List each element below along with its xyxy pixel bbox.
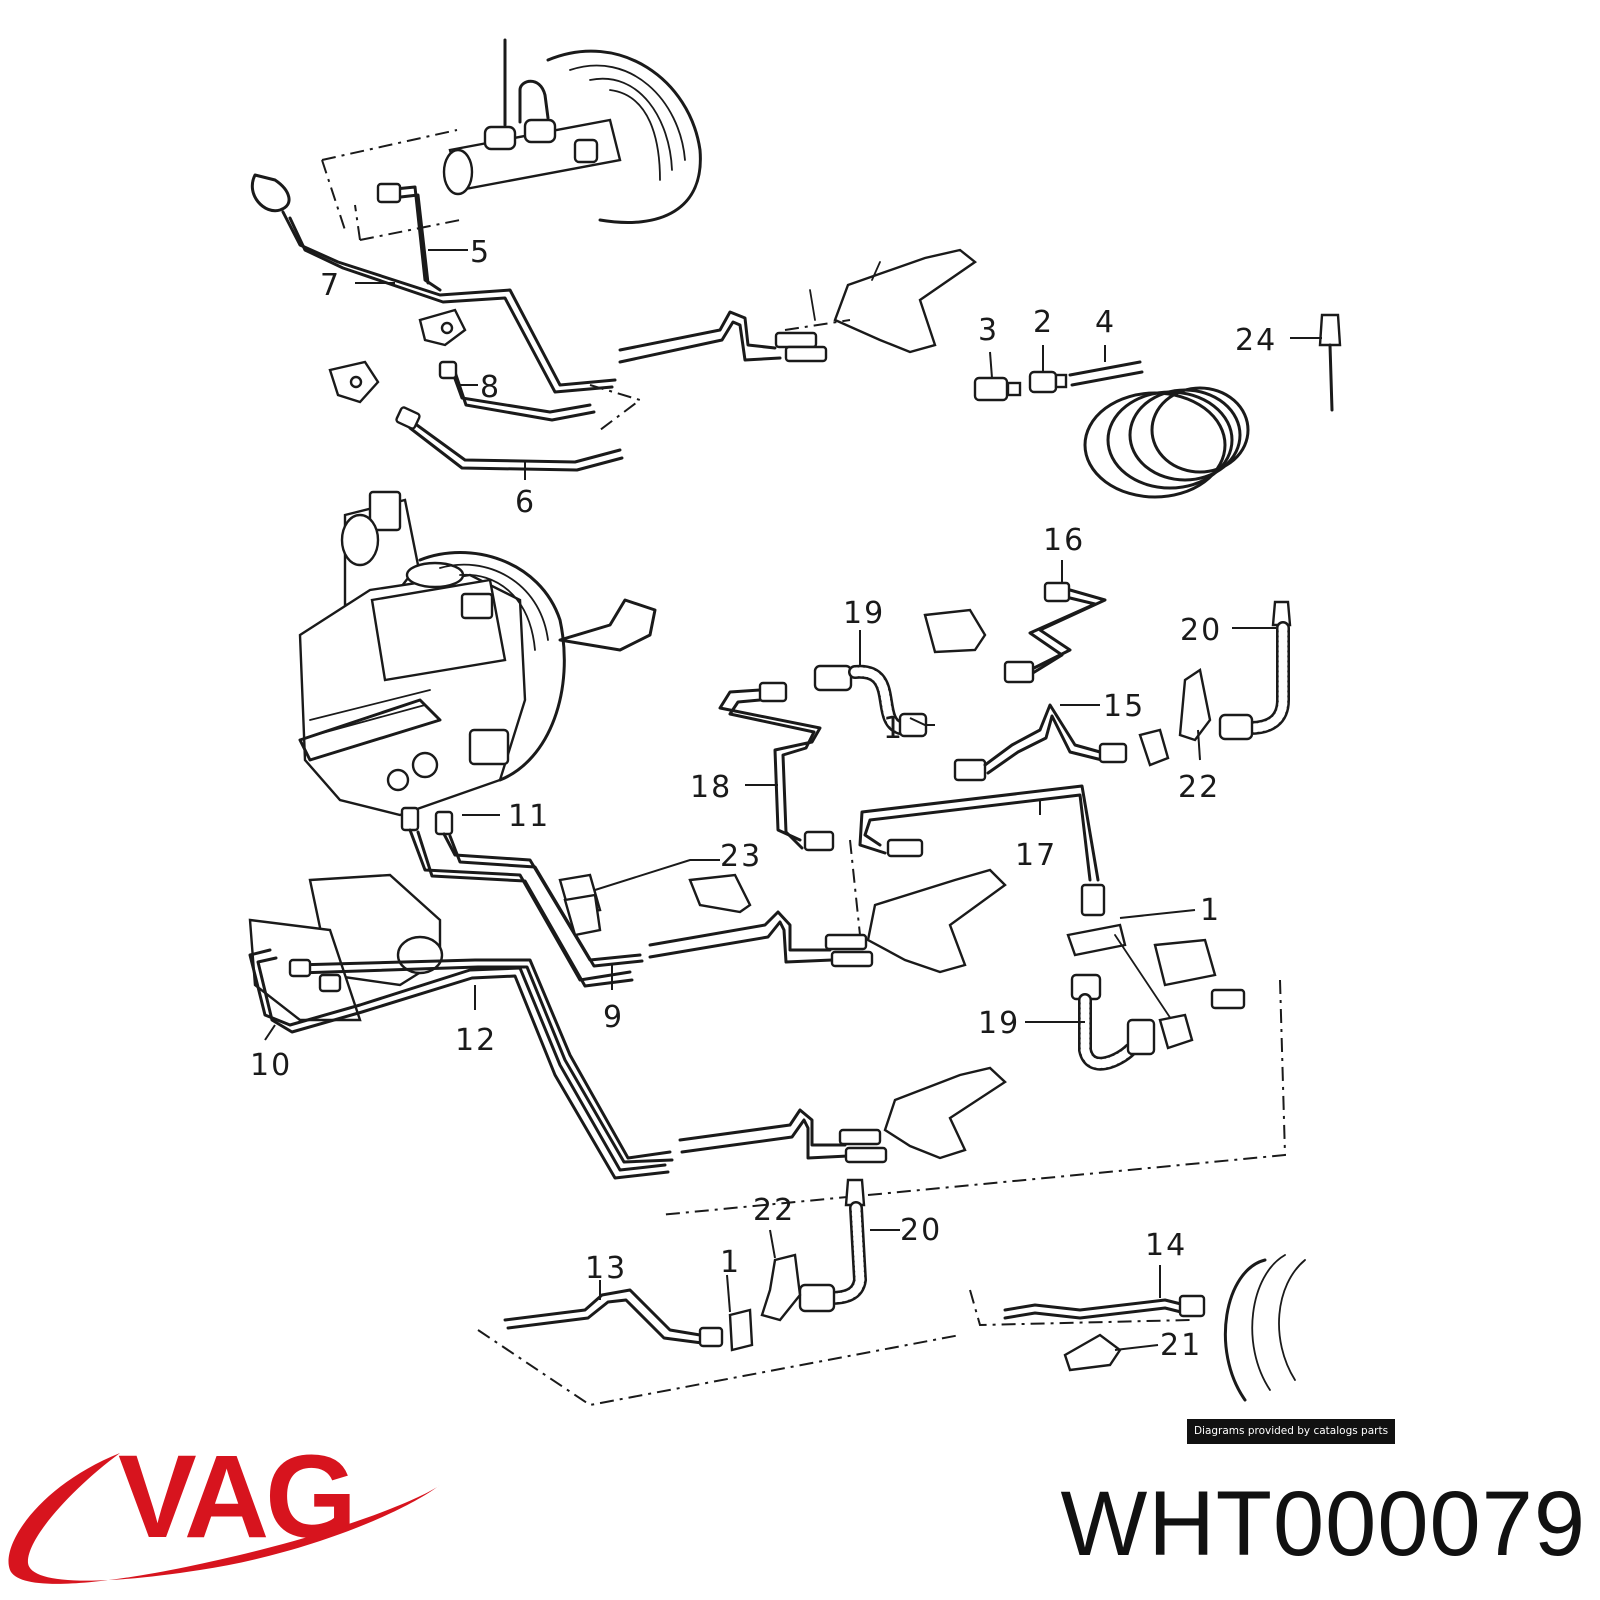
part-20-hose-lower [798, 1178, 867, 1313]
abs-unit [298, 490, 527, 817]
part-18-line [718, 681, 835, 852]
lower-dash [477, 1289, 1191, 1407]
callout-22-lower: 22 [753, 1193, 795, 1228]
mid-lines [648, 839, 1007, 974]
callout-11: 11 [508, 799, 550, 834]
part-8-tee [418, 308, 596, 422]
callout-21: 21 [1160, 1328, 1202, 1363]
part-19-hose-upper [813, 664, 928, 738]
part-24-bolt [1318, 313, 1342, 412]
abs-lines-11 [400, 806, 644, 988]
part-21-clip [1063, 1333, 1122, 1372]
part-15-line [953, 703, 1170, 782]
part-23-pads [558, 873, 752, 937]
top-dash-box [321, 129, 461, 241]
motor-assembly [248, 873, 444, 1022]
callout-19-lower: 19 [978, 1006, 1020, 1041]
lines-10-12 [248, 948, 674, 1180]
part-6-tee [328, 360, 643, 472]
callout-2: 2 [1033, 305, 1054, 340]
callout-7: 7 [320, 268, 341, 303]
callout-19-upper: 19 [843, 596, 885, 631]
part-1-clip-mid [1066, 923, 1176, 1026]
diagram-credit-banner: Diagrams provided by catalogs parts [1187, 1419, 1395, 1444]
callout-18: 18 [690, 770, 732, 805]
lower-lines [678, 1066, 1007, 1164]
part-17-line [858, 784, 1106, 917]
rear-drum [1223, 1254, 1306, 1402]
callout-labels: 5 7 8 6 3 2 4 24 16 19 20 1 15 22 18 11 … [250, 235, 1277, 1363]
callout-3: 3 [978, 313, 999, 348]
callout-24: 24 [1235, 323, 1277, 358]
callout-4: 4 [1095, 305, 1116, 340]
parts-2-3-fittings [973, 370, 1068, 402]
callout-5: 5 [470, 235, 491, 270]
callout-20-lower: 20 [900, 1213, 942, 1248]
callout-12: 12 [455, 1023, 497, 1058]
mid-dash [659, 979, 1287, 1216]
callout-17: 17 [1015, 838, 1057, 873]
callout-1-mid: 1 [1200, 893, 1221, 928]
callout-20-upper: 20 [1180, 613, 1222, 648]
callout-1-lower: 1 [720, 1245, 741, 1280]
callout-14: 14 [1145, 1228, 1187, 1263]
callout-10: 10 [250, 1048, 292, 1083]
top-booster [546, 49, 702, 224]
part-14-line [1003, 1294, 1206, 1320]
vag-logo-wordmark: VAG [118, 1431, 357, 1563]
part-16-line [923, 581, 1107, 684]
callout-8: 8 [480, 370, 501, 405]
callout-13: 13 [585, 1251, 627, 1286]
callout-15: 15 [1103, 689, 1145, 724]
part-19-hose-lower [1070, 938, 1246, 1071]
callout-6: 6 [515, 485, 536, 520]
top-master-cylinder [442, 38, 622, 196]
callout-16: 16 [1043, 523, 1085, 558]
leader-lines [264, 249, 1322, 1351]
part-13-line [503, 1288, 754, 1352]
callout-9: 9 [603, 1000, 624, 1035]
top-lines [250, 173, 978, 394]
part-22-bracket-lower [760, 1253, 802, 1322]
callout-22-upper: 22 [1178, 770, 1220, 805]
part-4-coil [1068, 360, 1250, 499]
abs-booster [418, 551, 657, 782]
part-20-hose-upper [1178, 600, 1292, 742]
callout-1-upper: 1 [883, 711, 904, 746]
callout-23: 23 [720, 839, 762, 874]
part-number: WHT000079 [1060, 1473, 1586, 1575]
